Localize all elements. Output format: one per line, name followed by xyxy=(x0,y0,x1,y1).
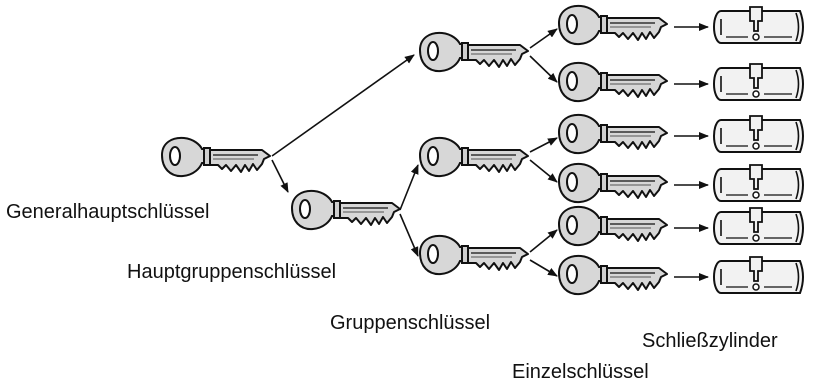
arrow-gruppe-1-to-einzel-1 xyxy=(529,28,558,49)
einzelschluessel-key-2 xyxy=(558,61,668,103)
einzelschluessel-key-1 xyxy=(558,4,668,46)
schliesszylinder-3 xyxy=(713,115,804,153)
schliesszylinder-5 xyxy=(713,207,804,245)
einzelschluessel-key-3 xyxy=(558,113,668,155)
gruppenschluessel-key-2 xyxy=(419,136,529,178)
schliesszylinder-2 xyxy=(713,63,804,101)
label-generalhauptschluessel: Generalhauptschlüssel xyxy=(6,201,210,223)
gruppenschluessel-key-3 xyxy=(419,234,529,276)
arrow-hauptgruppe-to-gruppe-3 xyxy=(399,213,419,257)
arrow-hauptgruppe-to-gruppe-2 xyxy=(399,164,419,211)
generalhauptschluessel-key xyxy=(161,136,271,178)
arrow-gruppe-3-to-einzel-5 xyxy=(529,229,558,253)
arrow-gruppe-2-to-einzel-4 xyxy=(529,159,558,183)
schliesszylinder-1 xyxy=(713,6,804,44)
label-schliesszylinder: Schließzylinder xyxy=(642,330,778,352)
einzelschluessel-key-5 xyxy=(558,205,668,247)
label-hauptgruppenschluessel: Hauptgruppenschlüssel xyxy=(127,261,337,283)
arrow-general-to-hauptgruppe xyxy=(271,159,289,193)
arrow-gruppe-2-to-einzel-3 xyxy=(529,137,558,153)
gruppenschluessel-key-1 xyxy=(419,31,529,73)
label-gruppenschluessel: Gruppenschlüssel xyxy=(330,312,491,334)
hauptgruppenschluessel-key xyxy=(291,189,401,231)
label-einzelschluessel: Einzelschlüssel xyxy=(512,361,649,383)
einzelschluessel-key-4 xyxy=(558,162,668,204)
arrow-gruppe-3-to-einzel-6 xyxy=(529,259,558,277)
arrow-gruppe-1-to-einzel-2 xyxy=(529,55,558,83)
schliesszylinder-6 xyxy=(713,256,804,294)
schliesszylinder-4 xyxy=(713,164,804,202)
arrow-general-to-gruppe-1 xyxy=(271,54,415,157)
einzelschluessel-key-6 xyxy=(558,254,668,296)
